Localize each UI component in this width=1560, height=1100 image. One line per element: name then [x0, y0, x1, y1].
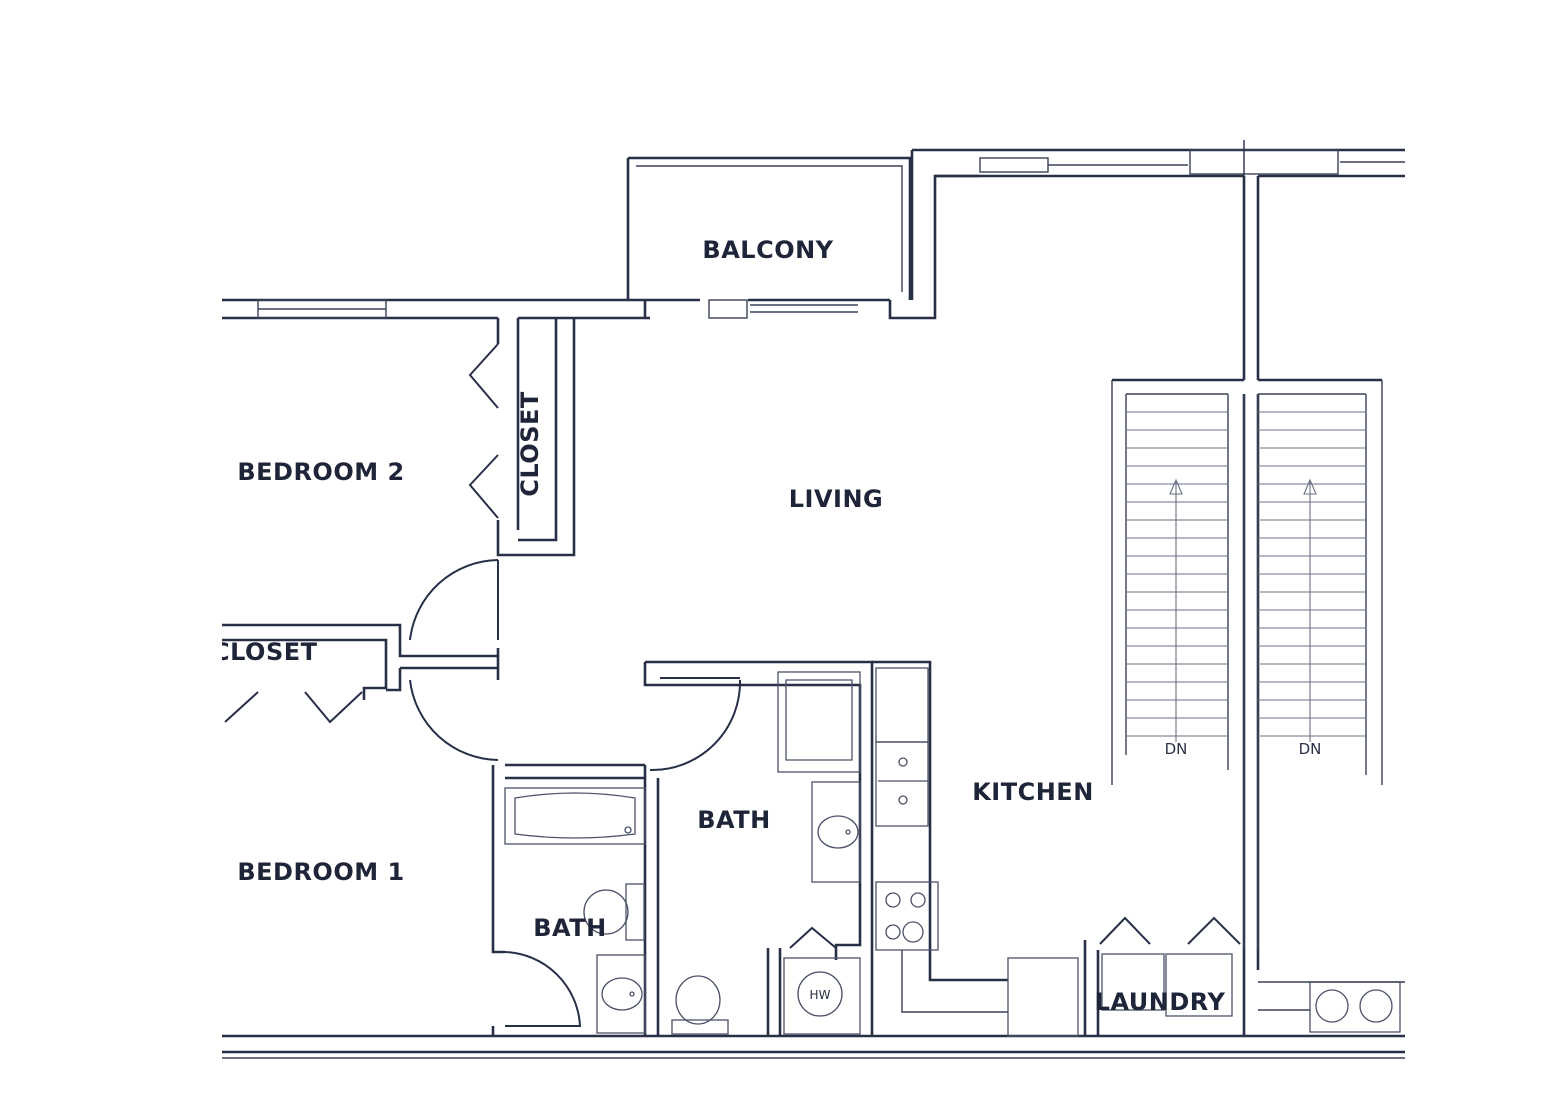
room-labels: BALCONY BEDROOM 2 CLOSET LIVING CLOSET B… [212, 236, 1225, 1016]
stair-left-label: DN [1165, 740, 1188, 758]
doors [224, 343, 1241, 1027]
label-kitchen: KITCHEN [972, 778, 1094, 806]
stairs: DN DN [1111, 378, 1383, 950]
water-heater-label: HW [810, 988, 831, 1002]
label-closet-vertical: CLOSET [516, 391, 544, 497]
stair-right-label: DN [1299, 740, 1322, 758]
label-balcony: BALCONY [702, 236, 833, 264]
fixtures: HW [504, 667, 1405, 1037]
label-living: LIVING [789, 485, 884, 513]
label-bedroom-2: BEDROOM 2 [237, 458, 404, 486]
label-closet-horizontal: CLOSET [212, 638, 318, 666]
label-bath-small: BATH [533, 914, 606, 942]
label-bedroom-1: BEDROOM 1 [237, 858, 404, 886]
label-bath-main: BATH [697, 806, 770, 834]
label-laundry: LAUNDRY [1095, 988, 1226, 1016]
